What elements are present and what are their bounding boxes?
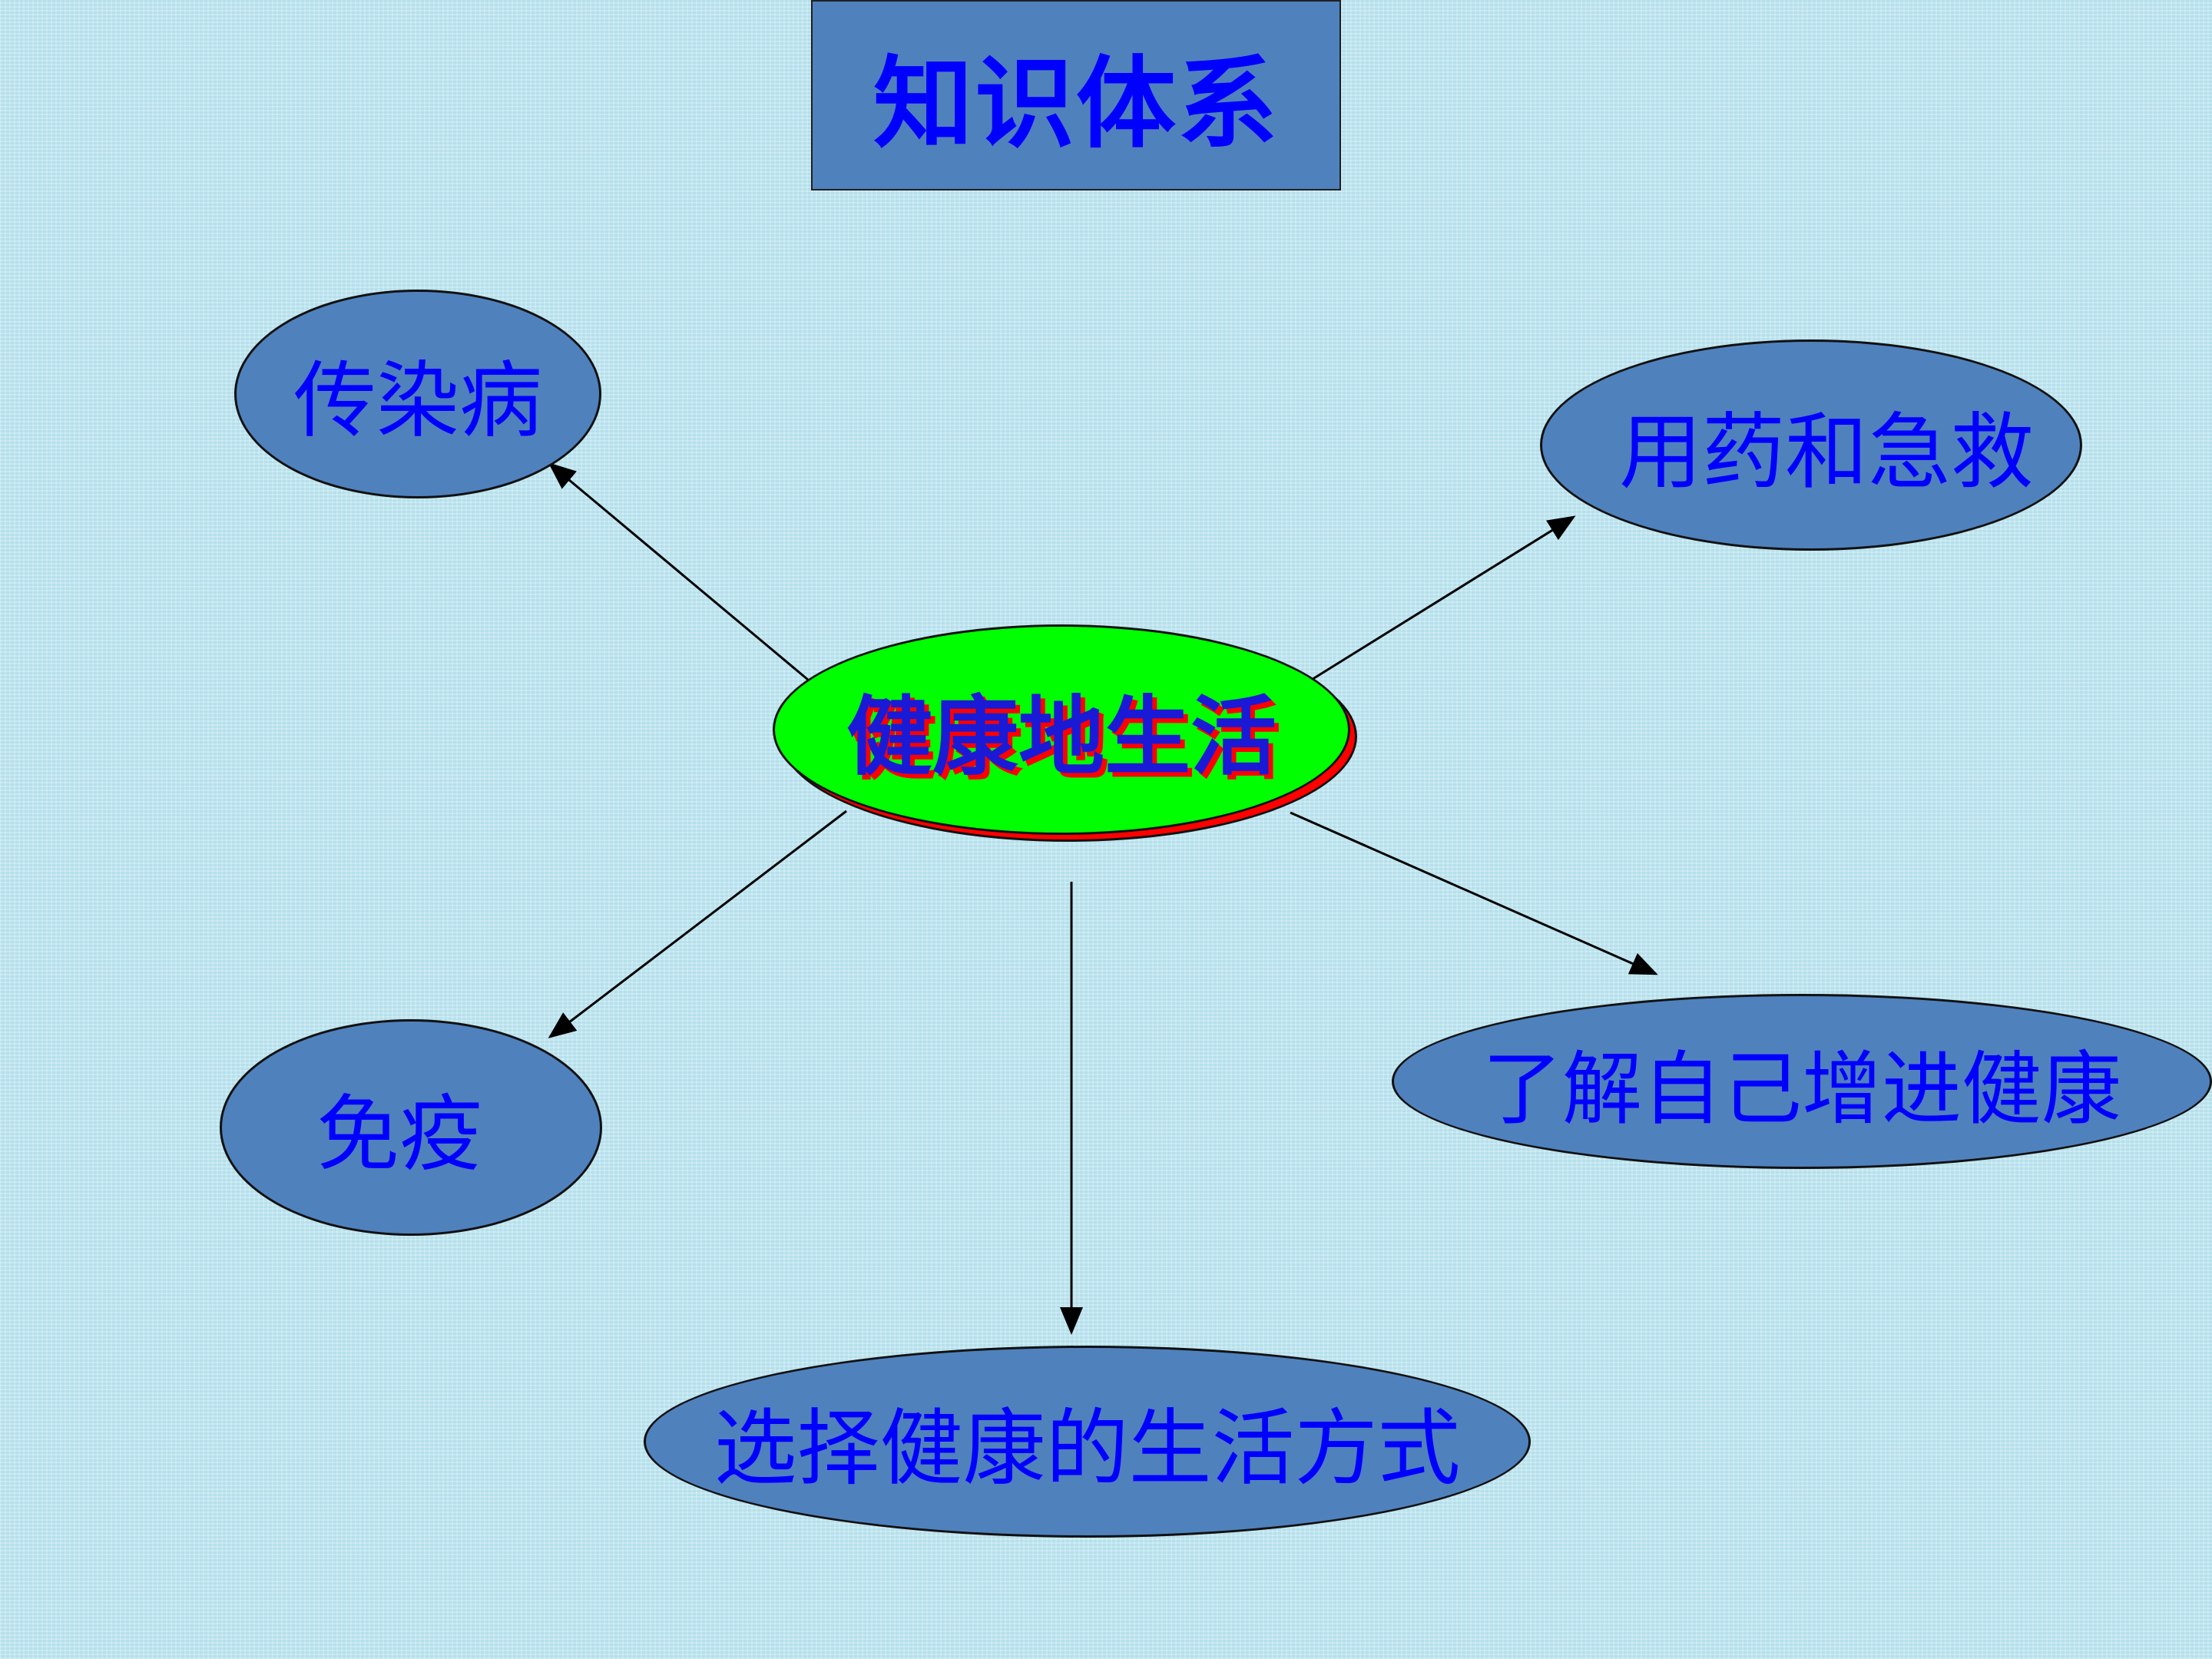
node-medicine-first-aid-label: 用药和急救 [1618, 404, 2034, 501]
center-node: 健康地生活 [773, 624, 1350, 835]
node-healthy-lifestyle: 选择健康的生活方式 [644, 1346, 1531, 1538]
node-immunity: 免疫 [220, 1019, 602, 1236]
arrow-to-know-yourself [1290, 811, 1658, 975]
center-node-label: 健康地生活 [846, 687, 1277, 787]
node-immunity-label: 免疫 [316, 1087, 482, 1183]
title-box: 知识体系 [811, 0, 1341, 190]
arrow-to-immunity [548, 810, 847, 1038]
node-know-yourself: 了解自己增进健康 [1392, 994, 2212, 1169]
page-title: 知识体系 [873, 45, 1279, 162]
node-medicine-first-aid: 用药和急救 [1540, 339, 2082, 551]
node-infectious-disease: 传染病 [234, 290, 601, 498]
arrow-to-medicine-first-aid [1310, 515, 1576, 682]
node-healthy-lifestyle-label: 选择健康的生活方式 [714, 1401, 1461, 1497]
arrow-to-infectious-disease [548, 462, 809, 681]
node-infectious-disease-label: 传染病 [293, 353, 542, 449]
node-know-yourself-label: 了解自己增进健康 [1482, 1041, 2121, 1136]
